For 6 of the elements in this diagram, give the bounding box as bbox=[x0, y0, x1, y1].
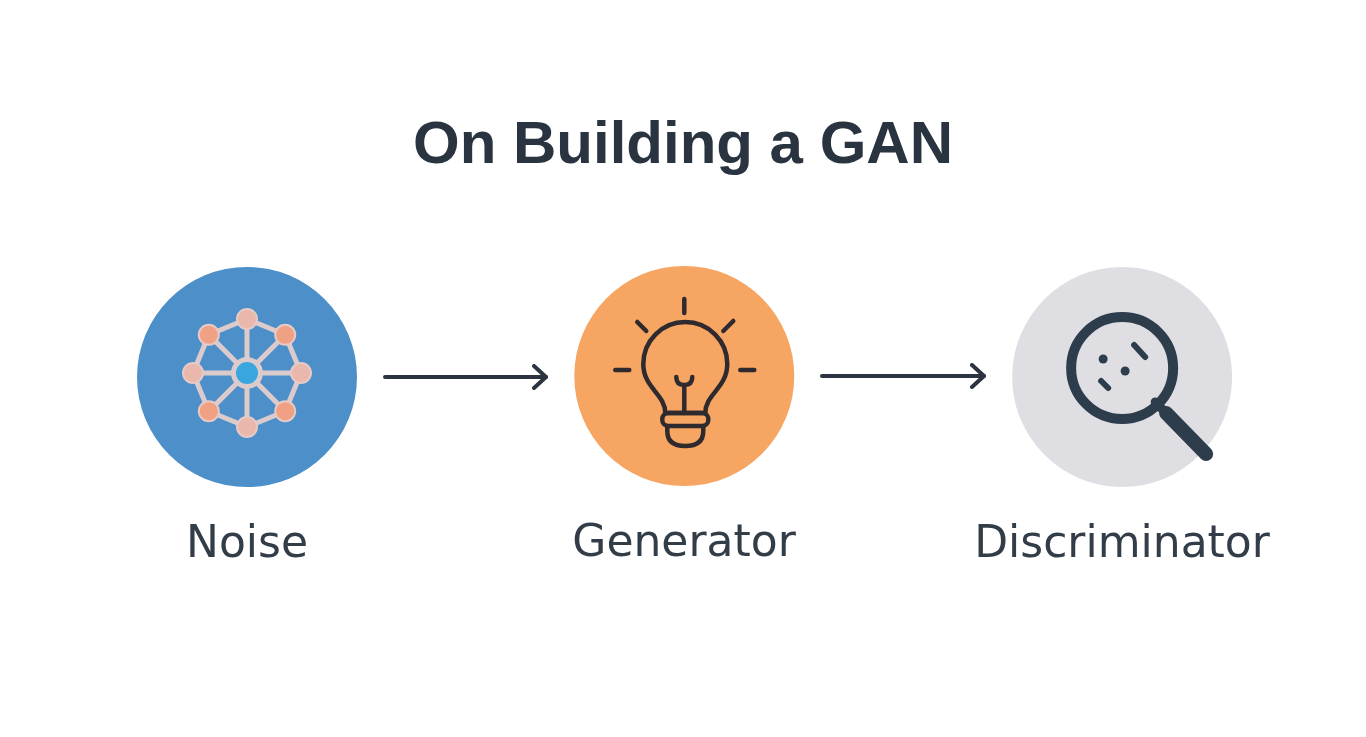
arrow bbox=[820, 363, 986, 389]
node-label: Discriminator bbox=[974, 517, 1270, 568]
diagram-title: On Building a GAN bbox=[413, 108, 953, 177]
node-label: Noise bbox=[185, 517, 309, 568]
arrow bbox=[383, 364, 548, 390]
node-label: Generator bbox=[572, 516, 796, 567]
